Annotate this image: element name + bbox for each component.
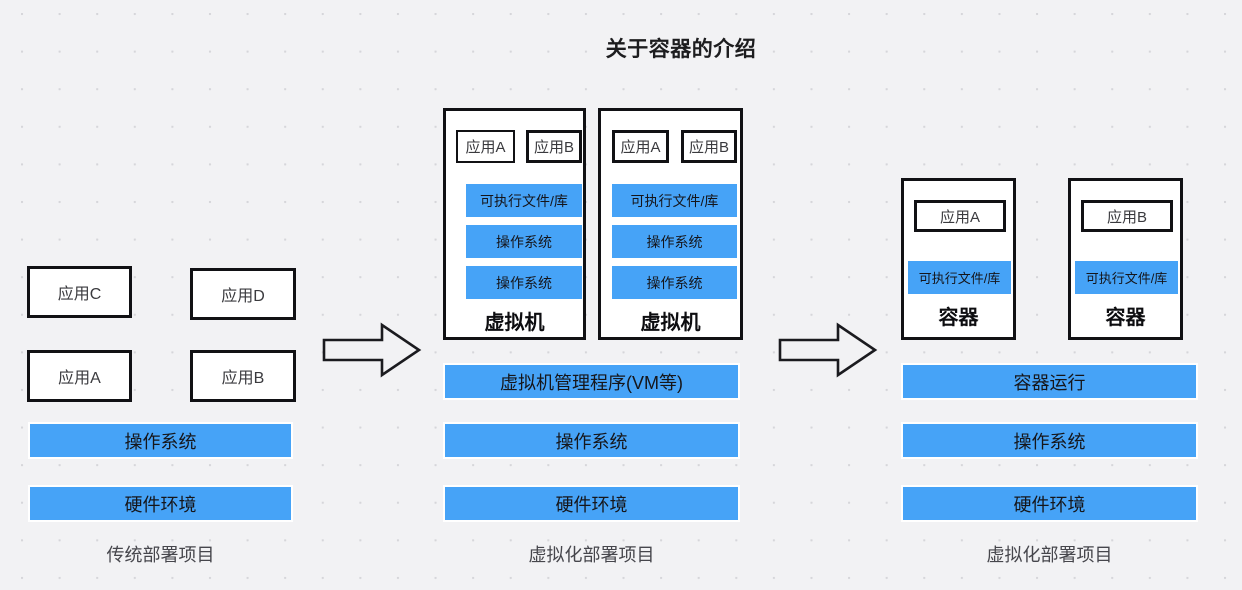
- bar-traditional-os-label: 操作系统: [124, 431, 197, 452]
- vm1-layer-os-1: 操作系统: [466, 225, 582, 258]
- container-frame-2: 应用B 可执行文件/库 容器: [1068, 178, 1183, 340]
- vm1-layer-os-2: 操作系统: [466, 266, 582, 299]
- vm1-layer-os-2-label: 操作系统: [496, 274, 552, 291]
- vm1-app-b: 应用B: [526, 130, 582, 163]
- vm1-layer-bin-label: 可执行文件/库: [480, 192, 568, 209]
- app-box-c: 应用C: [27, 266, 132, 318]
- vm2-layer-os-2: 操作系统: [612, 266, 737, 299]
- container1-app: 应用A: [914, 200, 1006, 232]
- page-title-text: 关于容器的介绍: [605, 38, 757, 61]
- bar-containerized-hardware-label: 硬件环境: [1013, 494, 1086, 515]
- container2-app-label: 应用B: [1106, 208, 1147, 226]
- bar-virtualized-hardware: 硬件环境: [443, 485, 740, 522]
- arrow-right-icon: [778, 322, 878, 378]
- caption-traditional: 传统部署项目: [28, 541, 293, 567]
- vm2-app-b: 应用B: [681, 130, 737, 163]
- vm2-layer-bin-label: 可执行文件/库: [630, 192, 719, 209]
- arrow-traditional-to-virtualized: [322, 320, 422, 380]
- vm-frame-1: 应用A 应用B 可执行文件/库 操作系统 操作系统 虚拟机: [443, 108, 586, 340]
- vm2-app-b-label: 应用B: [688, 139, 729, 156]
- container1-layer-bin-label: 可执行文件/库: [918, 271, 1001, 286]
- caption-containerized-text: 虚拟化部署项目: [986, 545, 1113, 565]
- vm1-app-b-label: 应用B: [533, 139, 574, 156]
- bar-virtualized-hardware-label: 硬件环境: [555, 494, 628, 515]
- container-frame-2-label-text: 容器: [1105, 307, 1146, 329]
- container-frame-1-label: 容器: [904, 301, 1013, 330]
- app-box-a-label: 应用A: [58, 370, 101, 387]
- vm2-app-a-label: 应用A: [620, 139, 661, 156]
- arrow-virtualized-to-containerized: [778, 320, 878, 380]
- container2-app: 应用B: [1081, 200, 1173, 232]
- caption-virtualized: 虚拟化部署项目: [443, 541, 740, 567]
- section-traditional: 应用C 应用D 应用A 应用B 操作系统 硬件环境 传统部署项目: [0, 0, 330, 590]
- container-frame-2-label: 容器: [1071, 301, 1180, 330]
- bar-container-runtime-label: 容器运行: [1013, 372, 1086, 393]
- vm2-layer-os-2-label: 操作系统: [646, 274, 703, 291]
- caption-containerized: 虚拟化部署项目: [901, 541, 1198, 567]
- vm-frame-2-label: 虚拟机: [601, 306, 740, 335]
- vm1-layer-bin: 可执行文件/库: [466, 184, 582, 217]
- bar-traditional-os: 操作系统: [28, 422, 293, 459]
- vm-frame-2: 应用A 应用B 可执行文件/库 操作系统 操作系统 虚拟机: [598, 108, 743, 340]
- caption-traditional-text: 传统部署项目: [106, 545, 215, 565]
- container2-layer-bin: 可执行文件/库: [1075, 261, 1178, 294]
- app-box-d: 应用D: [190, 268, 296, 320]
- app-box-a: 应用A: [27, 350, 132, 402]
- bar-virtualized-os: 操作系统: [443, 422, 740, 459]
- vm2-layer-os-1-label: 操作系统: [646, 233, 703, 250]
- vm2-layer-os-1: 操作系统: [612, 225, 737, 258]
- vm2-app-a: 应用A: [612, 130, 669, 163]
- container-frame-1: 应用A 可执行文件/库 容器: [901, 178, 1016, 340]
- page-title: 关于容器的介绍: [0, 33, 1242, 63]
- vm-frame-2-label-text: 虚拟机: [640, 312, 701, 334]
- container1-app-label: 应用A: [939, 208, 980, 226]
- app-box-b-label: 应用B: [221, 370, 265, 387]
- vm-frame-1-label: 虚拟机: [446, 306, 583, 335]
- container1-layer-bin: 可执行文件/库: [908, 261, 1011, 294]
- bar-hypervisor-label: 虚拟机管理程序(VM等): [500, 372, 683, 393]
- bar-hypervisor: 虚拟机管理程序(VM等): [443, 363, 740, 400]
- bar-traditional-hardware-label: 硬件环境: [124, 494, 197, 515]
- bar-container-runtime: 容器运行: [901, 363, 1198, 400]
- bar-virtualized-os-label: 操作系统: [555, 431, 628, 452]
- app-box-d-label: 应用D: [221, 288, 265, 305]
- caption-virtualized-text: 虚拟化部署项目: [528, 545, 655, 565]
- bar-traditional-hardware: 硬件环境: [28, 485, 293, 522]
- app-box-c-label: 应用C: [57, 286, 102, 303]
- vm1-app-a-label: 应用A: [465, 139, 506, 156]
- app-box-b: 应用B: [190, 350, 296, 402]
- bar-containerized-os: 操作系统: [901, 422, 1198, 459]
- bar-containerized-os-label: 操作系统: [1013, 431, 1086, 452]
- vm2-layer-bin: 可执行文件/库: [612, 184, 737, 217]
- arrow-right-icon: [322, 322, 422, 378]
- vm1-app-a: 应用A: [456, 130, 515, 163]
- vm-frame-1-label-text: 虚拟机: [484, 312, 545, 334]
- bar-containerized-hardware: 硬件环境: [901, 485, 1198, 522]
- container2-layer-bin-label: 可执行文件/库: [1085, 271, 1168, 286]
- container-frame-1-label-text: 容器: [938, 307, 979, 329]
- vm1-layer-os-1-label: 操作系统: [496, 233, 552, 250]
